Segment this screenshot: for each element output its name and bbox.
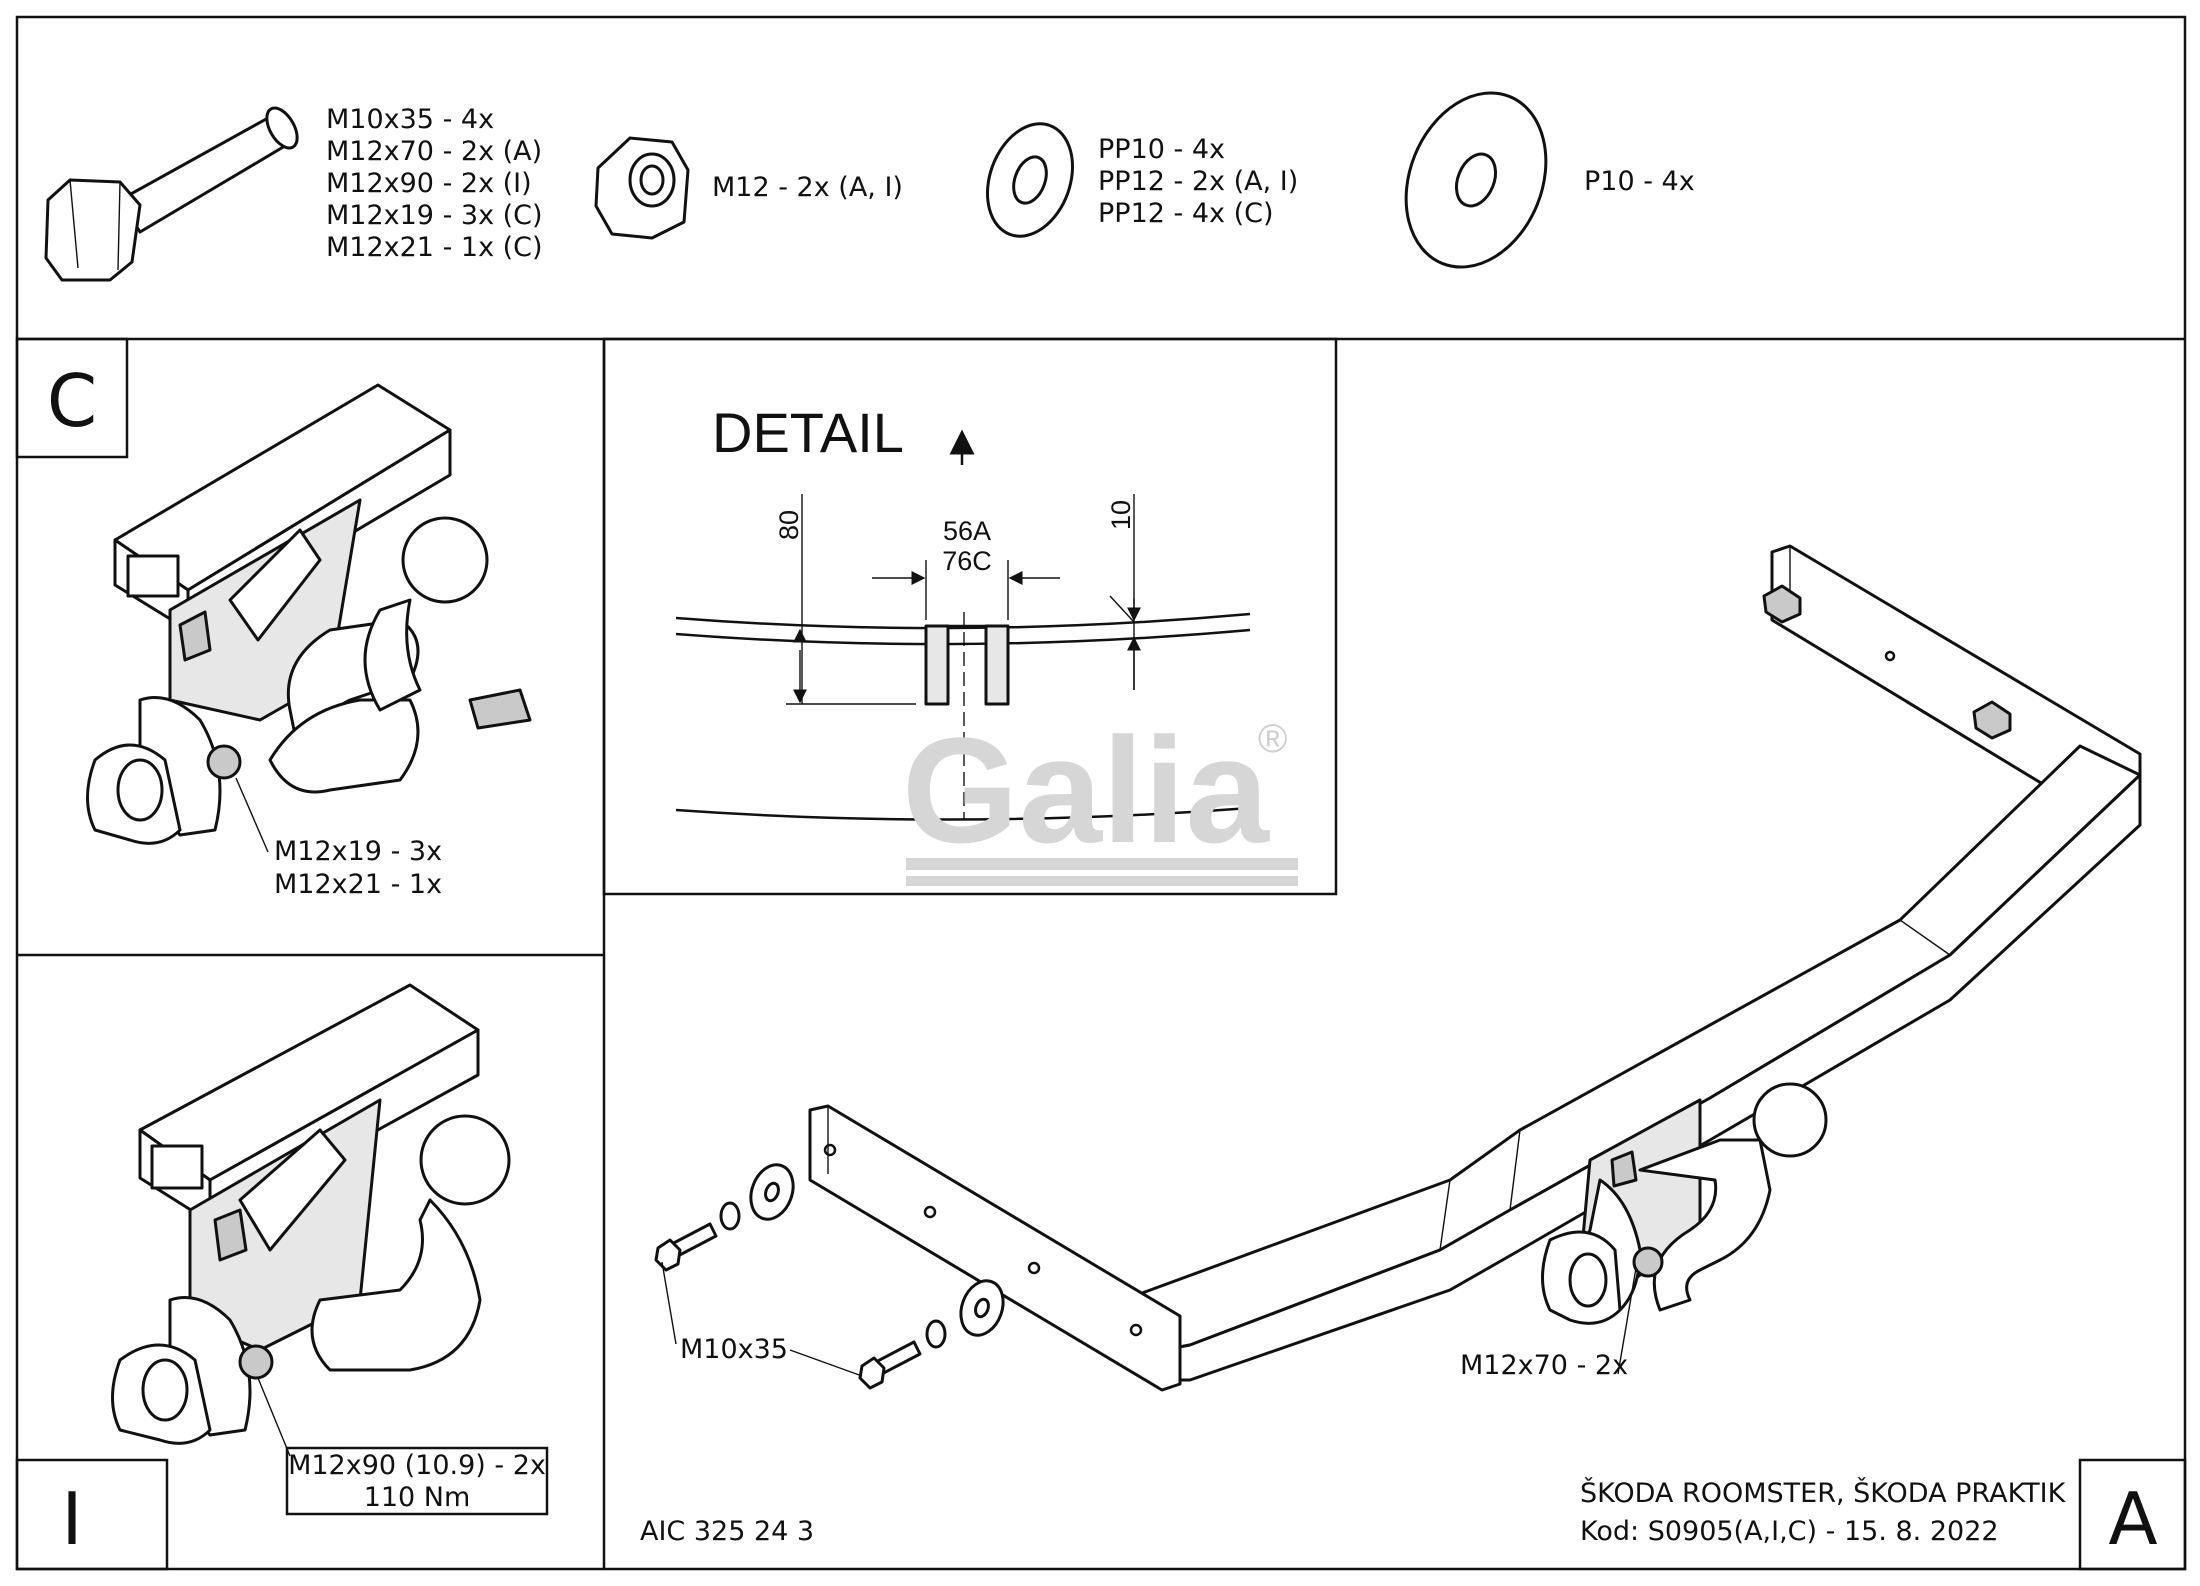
panel-i-letter-box xyxy=(15,1458,169,1571)
bolt-label-2: M12x70 - 2x (A) xyxy=(326,136,542,167)
callout-m10-leader-1 xyxy=(661,1261,677,1345)
bolt-illustration xyxy=(44,106,299,282)
panel-a-letter: A xyxy=(2108,1477,2157,1561)
callout-m12-leader xyxy=(1617,1267,1637,1375)
detail-section-lines xyxy=(675,612,1251,821)
panel-c-callout-1: M12x19 - 3x xyxy=(274,836,442,867)
detail-dim-56a: 56A xyxy=(943,516,991,546)
washer-labels: PP10 - 4x PP12 - 2x (A, I) PP12 - 4x (C) xyxy=(1098,134,1298,229)
detail-title: DETAIL xyxy=(712,401,904,464)
washer-label-3: PP12 - 4x (C) xyxy=(1098,198,1274,229)
panel-i-letter: I xyxy=(61,1477,82,1561)
callout-m10-leader-2 xyxy=(789,1349,863,1377)
bolt-label-1: M10x35 - 4x xyxy=(326,104,494,135)
detail-dimension-80 xyxy=(786,494,916,705)
panel-i-callout-2: 110 Nm xyxy=(364,1482,471,1513)
panel-a-letter-box xyxy=(2078,1458,2187,1571)
drawing-code: AIC 325 24 3 xyxy=(640,1516,814,1547)
washer-illustration xyxy=(985,122,1075,238)
plate-washer-label: P10 - 4x xyxy=(1584,166,1695,197)
panel-c-towbar-detail xyxy=(86,383,532,845)
bolt-labels: M10x35 - 4x M12x70 - 2x (A) M12x90 - 2x … xyxy=(326,104,543,263)
kod-date: Kod: S0905(A,I,C) - 15. 8. 2022 xyxy=(1580,1516,1999,1547)
detail-dimension-10 xyxy=(1109,494,1141,690)
callout-m12x70: M12x70 - 2x xyxy=(1460,1350,1628,1381)
panel-c-callout-2: M12x21 - 1x xyxy=(274,869,442,900)
panel-i-callout-box xyxy=(285,1446,549,1516)
panel-c-leader xyxy=(235,777,269,853)
nut-illustration xyxy=(594,136,690,240)
panel-i-towbar-detail xyxy=(111,983,511,1445)
watermark-mark: ® xyxy=(1258,717,1287,761)
detail-dim-80: 80 xyxy=(774,510,804,540)
panel-c-letter-box xyxy=(15,337,129,459)
detail-dim-10: 10 xyxy=(1106,500,1136,530)
nut-label: M12 - 2x (A, I) xyxy=(712,172,903,203)
galia-watermark: Galia ® xyxy=(902,706,1298,886)
drawing-frame xyxy=(15,15,2187,1571)
bolt-label-4: M12x19 - 3x (C) xyxy=(326,200,543,231)
plate-washer-illustration xyxy=(1404,91,1548,269)
main-fasteners xyxy=(654,1163,1005,1390)
detail-dim-76c: 76C xyxy=(942,546,992,576)
callout-m10x35: M10x35 xyxy=(680,1334,788,1365)
washer-label-2: PP12 - 2x (A, I) xyxy=(1098,166,1298,197)
panel-c-letter: C xyxy=(47,359,97,443)
vehicle-models: ŠKODA ROOMSTER, ŠKODA PRAKTIK xyxy=(1580,1477,2067,1509)
bolt-label-3: M12x90 - 2x (I) xyxy=(326,168,532,199)
bolt-label-5: M12x21 - 1x (C) xyxy=(326,232,543,263)
main-towbar-assembly xyxy=(808,544,2142,1392)
watermark-text: Galia xyxy=(902,706,1270,874)
panel-i-leader xyxy=(257,1377,291,1457)
washer-label-1: PP10 - 4x xyxy=(1098,134,1225,165)
panel-i-callout-1: M12x90 (10.9) - 2x xyxy=(288,1450,546,1481)
detail-dimension-width xyxy=(872,560,1060,620)
